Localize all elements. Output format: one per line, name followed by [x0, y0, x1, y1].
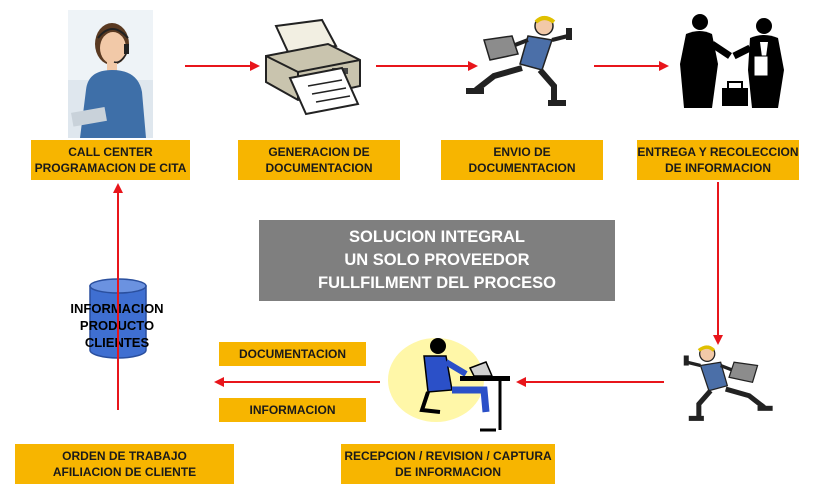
courier-runner-icon-lower — [683, 345, 773, 421]
documentacion-label: DOCUMENTACION — [238, 347, 347, 361]
documentacion-box: DOCUMENTACION — [219, 342, 366, 366]
database-label-line: CLIENTES — [84, 335, 150, 350]
informacion-box: INFORMACION — [219, 398, 366, 422]
center-summary-box: SOLUCION INTEGRAL UN SOLO PROVEEDOR FULL… — [259, 220, 615, 301]
database-label-line: INFORMACION — [70, 301, 164, 316]
envio-box: ENVIO DE DOCUMENTACION — [441, 140, 603, 180]
entrega-box: ENTREGA Y RECOLECCION DE INFORMACION — [637, 140, 799, 180]
envio-line: ENVIO DE — [493, 145, 551, 159]
handshake-icon — [680, 14, 784, 108]
call-center-agent-icon — [68, 10, 153, 138]
envio-line: DOCUMENTACION — [468, 161, 576, 175]
recepcion-line: RECEPCION / REVISION / CAPTURA — [344, 449, 552, 463]
orden-line: AFILIACION DE CLIENTE — [52, 465, 197, 479]
courier-runner-icon — [466, 16, 572, 106]
generacion-line: GENERACION DE — [268, 145, 370, 159]
orden-line: ORDEN DE TRABAJO — [62, 449, 187, 463]
center-line: SOLUCION INTEGRAL — [349, 228, 525, 246]
orden-box: ORDEN DE TRABAJO AFILIACION DE CLIENTE — [15, 444, 234, 484]
call-center-line: CALL CENTER — [68, 145, 153, 159]
call-center-line: PROGRAMACION DE CITA — [34, 161, 187, 175]
call-center-box: CALL CENTER PROGRAMACION DE CITA — [31, 140, 190, 180]
generacion-box: GENERACION DE DOCUMENTACION — [238, 140, 400, 180]
office-worker-icon — [388, 338, 510, 432]
entrega-line: ENTREGA Y RECOLECCION — [637, 145, 799, 159]
center-line: FULLFILMENT DEL PROCESO — [317, 274, 557, 292]
recepcion-line: DE INFORMACION — [395, 465, 501, 479]
printer-icon — [265, 18, 361, 116]
informacion-label: INFORMACION — [249, 403, 336, 417]
database-label: INFORMACION PRODUCTO CLIENTES — [55, 300, 179, 351]
generacion-line: DOCUMENTACION — [265, 161, 373, 175]
recepcion-box: RECEPCION / REVISION / CAPTURA DE INFORM… — [341, 444, 555, 484]
center-line: UN SOLO PROVEEDOR — [344, 251, 530, 269]
entrega-line: DE INFORMACION — [665, 161, 771, 175]
